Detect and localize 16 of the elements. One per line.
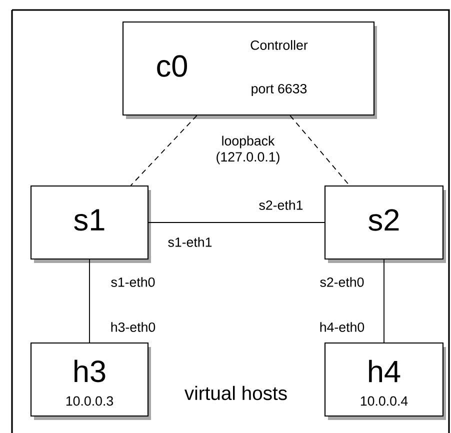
switch-box: s1 — [30, 185, 151, 263]
interface-label: s1-eth1 — [168, 237, 212, 247]
interface-label: h4-eth0 — [320, 322, 364, 332]
link-label: loopback (127.0.0.1) — [216, 136, 280, 164]
interface-label: s1-eth0 — [111, 277, 155, 287]
interface-label: h3-eth0 — [111, 322, 156, 332]
connection-line — [89, 259, 90, 343]
connection-line — [148, 222, 325, 223]
dashed-line — [130, 115, 198, 186]
interface-label: s2-eth1 — [259, 200, 303, 210]
dashed-line — [290, 115, 350, 186]
host-box: h3 10.0.0.3 — [30, 342, 151, 420]
host-box: h4 10.0.0.4 — [324, 342, 446, 420]
switch-box: s2 — [324, 185, 446, 263]
interface-label: s2-eth0 — [320, 277, 364, 287]
group-label: virtual hosts — [184, 386, 287, 400]
